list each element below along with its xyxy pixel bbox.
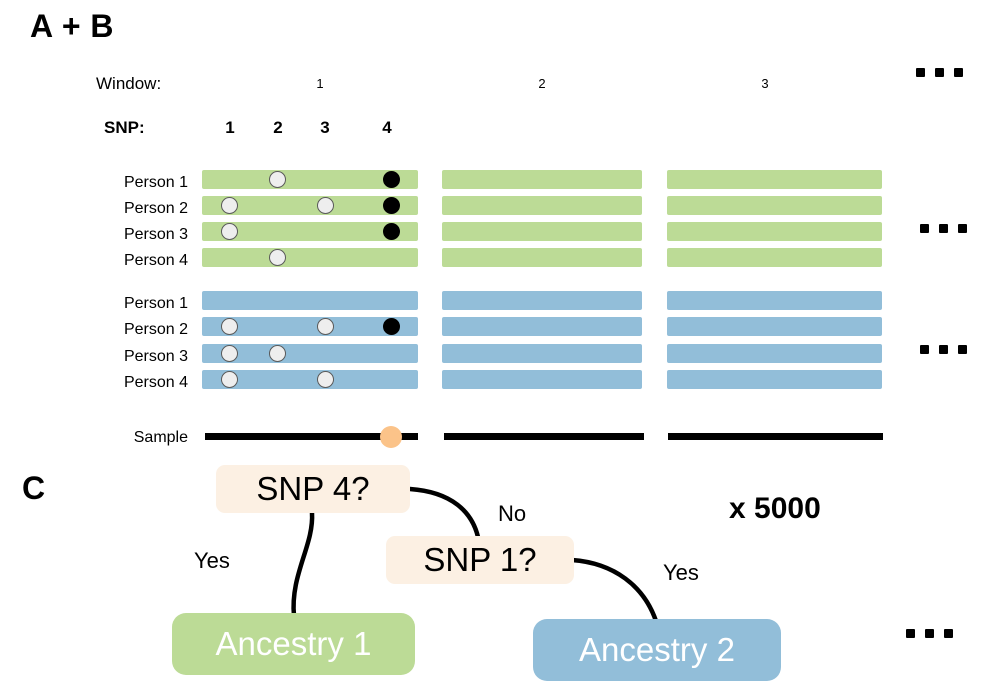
blue-bar-person-3-window-1 (202, 344, 418, 363)
green-marker-person-1-snp-4 (383, 171, 400, 188)
sample-segment-window-1 (205, 433, 418, 440)
green-bar-person-4-window-3 (667, 248, 882, 267)
green-marker-person-2-snp-1 (221, 197, 238, 214)
blue-marker-person-2-snp-3 (317, 318, 334, 335)
blue-marker-person-2-snp-1 (221, 318, 238, 335)
sample-segment-window-3 (668, 433, 883, 440)
green-row-label-person-4: Person 4 (123, 252, 188, 269)
snp-number-2: 2 (273, 118, 283, 137)
blue-panel-ellipsis-icon (920, 345, 967, 354)
green-bar-person-3-window-3 (667, 222, 882, 241)
edge-label-yes-ancestry1: Yes (194, 548, 230, 573)
blue-bar-person-1-window-3 (667, 291, 882, 310)
window-header-ellipsis-icon (916, 68, 963, 77)
blue-marker-person-3-snp-1 (221, 345, 238, 362)
sample-marker-snp-4 (380, 426, 402, 448)
blue-bar-person-2-window-1 (202, 317, 418, 336)
blue-bar-person-4-window-3 (667, 370, 882, 389)
tree-node-snp4-question[interactable]: SNP 4? (216, 465, 410, 513)
green-bar-person-1-window-2 (442, 170, 642, 189)
green-bar-person-3-window-2 (442, 222, 642, 241)
green-marker-person-3-snp-1 (221, 223, 238, 240)
edge-snp4-to-snp1 (407, 486, 481, 540)
blue-bar-person-2-window-3 (667, 317, 882, 336)
sample-row-label: Sample (133, 429, 188, 446)
green-marker-person-2-snp-4 (383, 197, 400, 214)
sample-segment-window-2 (444, 433, 644, 440)
green-bar-person-4-window-1 (202, 248, 418, 267)
edge-snp1-to-ancestry2 (569, 557, 659, 624)
tree-node-ancestry-1[interactable]: Ancestry 1 (172, 613, 415, 675)
blue-marker-person-4-snp-3 (317, 371, 334, 388)
green-bar-person-2-window-2 (442, 196, 642, 215)
window-axis-label: Window: (96, 74, 162, 93)
green-marker-person-3-snp-4 (383, 223, 400, 240)
snp-number-1: 1 (225, 118, 235, 137)
green-marker-person-1-snp-2 (269, 171, 286, 188)
edge-label-no-snp1: No (498, 501, 527, 526)
blue-marker-person-2-snp-4 (383, 318, 400, 335)
tree-ellipsis-icon (906, 629, 953, 638)
window-number-1: 1 (316, 76, 324, 91)
green-row-label-person-3: Person 3 (123, 226, 188, 243)
window-number-2: 2 (538, 76, 546, 91)
green-row-label-person-2: Person 2 (123, 200, 188, 217)
blue-bar-person-4-window-2 (442, 370, 642, 389)
tree-multiplier-label: x 5000 (729, 492, 821, 525)
green-bar-person-2-window-3 (667, 196, 882, 215)
snp-number-3: 3 (320, 118, 330, 137)
panel-label-c: C (22, 470, 46, 506)
green-marker-person-2-snp-3 (317, 197, 334, 214)
blue-marker-person-4-snp-1 (221, 371, 238, 388)
blue-marker-person-3-snp-2 (269, 345, 286, 362)
window-number-3: 3 (761, 76, 769, 91)
tree-node-snp1-question[interactable]: SNP 1? (386, 536, 574, 584)
edge-snp4-to-ancestry1 (291, 510, 315, 619)
blue-row-label-person-1: Person 1 (123, 295, 188, 312)
blue-bar-person-3-window-2 (442, 344, 642, 363)
tree-node-ancestry-2[interactable]: Ancestry 2 (533, 619, 781, 681)
blue-row-label-person-4: Person 4 (123, 374, 188, 391)
blue-bar-person-1-window-1 (202, 291, 418, 310)
blue-bar-person-1-window-2 (442, 291, 642, 310)
green-marker-person-4-snp-2 (269, 249, 286, 266)
blue-row-label-person-3: Person 3 (123, 348, 188, 365)
snp-number-4: 4 (382, 118, 392, 137)
green-bar-person-4-window-2 (442, 248, 642, 267)
blue-bar-person-2-window-2 (442, 317, 642, 336)
green-bar-person-1-window-1 (202, 170, 418, 189)
green-row-label-person-1: Person 1 (123, 174, 188, 191)
green-bar-person-1-window-3 (667, 170, 882, 189)
green-bar-person-2-window-1 (202, 196, 418, 215)
blue-bar-person-3-window-3 (667, 344, 882, 363)
snp-axis-label: SNP: (104, 118, 145, 137)
edge-label-yes-ancestry2: Yes (663, 560, 699, 585)
green-bar-person-3-window-1 (202, 222, 418, 241)
blue-bar-person-4-window-1 (202, 370, 418, 389)
green-panel-ellipsis-icon (920, 224, 967, 233)
panel-label-ab: A + B (30, 8, 114, 44)
blue-row-label-person-2: Person 2 (123, 321, 188, 338)
